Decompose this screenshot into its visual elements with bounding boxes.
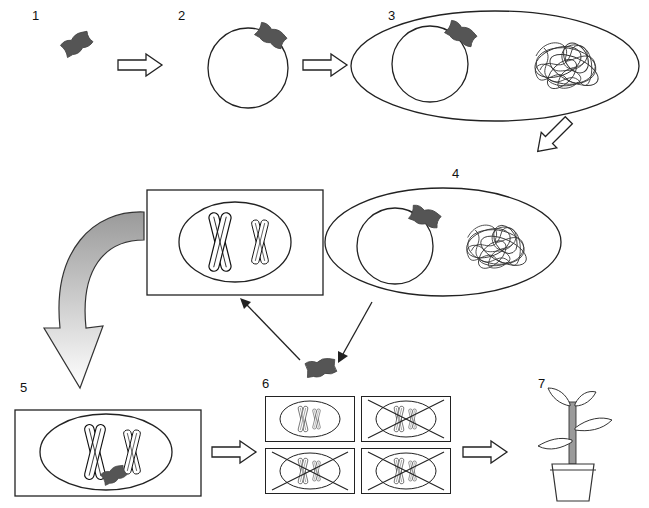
bacterial-chromosome <box>463 221 531 273</box>
block-arrow <box>212 441 256 463</box>
callout-number: 3 <box>388 8 395 23</box>
nucleus <box>40 414 172 490</box>
plant-cell <box>362 397 451 442</box>
plant-cell <box>362 449 451 494</box>
gene-fragment <box>254 21 288 51</box>
nucleus <box>179 202 291 282</box>
block-arrow <box>530 112 577 159</box>
callout-number: 4 <box>452 166 459 181</box>
arrowhead <box>240 298 251 309</box>
gene-fragment <box>444 19 478 49</box>
callout-number: 5 <box>20 380 27 395</box>
transfer-line <box>343 302 372 354</box>
callout-number: 7 <box>538 376 545 391</box>
gene-fragment <box>100 463 128 486</box>
block-arrow <box>118 54 162 76</box>
chromosome <box>123 429 141 474</box>
block-arrow <box>303 54 347 76</box>
plant <box>538 388 612 501</box>
arrowhead <box>338 351 348 363</box>
block-arrow <box>463 441 507 463</box>
chromosome <box>208 212 232 273</box>
transfer-line <box>247 305 300 360</box>
bacterium <box>351 11 639 121</box>
plant-cell <box>266 449 355 494</box>
callout-number: 6 <box>262 376 269 391</box>
callout-number: 1 <box>32 8 39 23</box>
cross-out <box>272 400 444 490</box>
gene-fragment <box>408 204 442 230</box>
bacterial-chromosome <box>531 39 603 94</box>
chromosome <box>84 424 107 481</box>
plant-cell <box>15 410 201 496</box>
callout-number: 2 <box>178 8 185 23</box>
gene-fragment <box>305 357 337 379</box>
plant-cell <box>147 190 323 295</box>
gene-fragment <box>60 29 94 59</box>
plant-cell <box>266 397 355 442</box>
bacterium <box>325 188 561 296</box>
curved-arrow <box>44 212 144 388</box>
chromosome <box>251 219 269 264</box>
